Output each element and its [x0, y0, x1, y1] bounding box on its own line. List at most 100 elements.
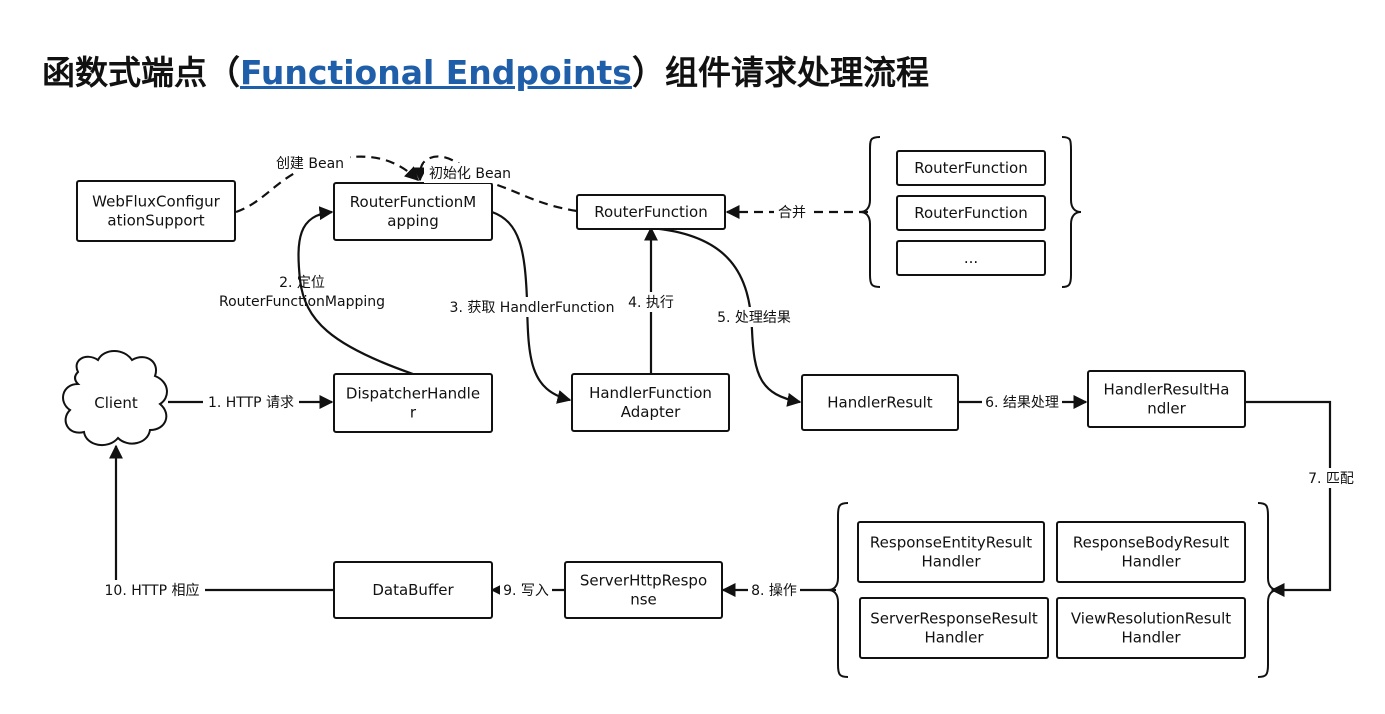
edge-label-step7: 7. 匹配	[1305, 468, 1357, 488]
router-function-box: RouterFunction	[576, 194, 726, 230]
response-body-result-handler-box-label: ResponseBodyResult	[1073, 534, 1229, 552]
edge-label-bg	[270, 153, 350, 173]
dispatcher-handler-box-label: DispatcherHandle	[346, 385, 480, 403]
edge-label-bg	[712, 307, 796, 327]
group-router-function-box-2: RouterFunction	[896, 195, 1046, 231]
handler-result-box-label: HandlerResult	[827, 394, 933, 412]
edge-label-init-bean: 初始化 Bean	[424, 163, 516, 183]
group-router-function-box-3-frame	[896, 240, 1046, 276]
edge-step2	[297, 206, 414, 376]
edge-label-bg	[1305, 468, 1357, 488]
edge-label-bg	[623, 292, 679, 312]
edge-label-text: 8. 操作	[751, 583, 797, 599]
router-function-mapping-box: RouterFunctionMapping	[333, 182, 493, 241]
edge-label-step5: 5. 处理结果	[712, 307, 796, 327]
edge-label-step8: 8. 操作	[748, 580, 800, 600]
webflux-configuration-support-box-frame	[76, 180, 236, 242]
router-function-mapping-box-label: RouterFunctionM	[350, 193, 476, 211]
edge-label-text: 5. 处理结果	[717, 310, 791, 326]
edge-label-bg	[500, 580, 552, 600]
response-body-result-handler-box-label: Handler	[1121, 553, 1181, 571]
server-http-response-box-label: ServerHttpRespo	[580, 572, 707, 590]
edge-label-text: 1. HTTP 请求	[208, 395, 294, 411]
group-router-function-box-2-label: RouterFunction	[914, 204, 1028, 222]
edge-label-bg	[99, 580, 205, 600]
handler-result-box: HandlerResult	[801, 374, 959, 431]
router-function-mapping-box-label: apping	[387, 212, 438, 230]
handler-function-adapter-box-label: HandlerFunction	[589, 384, 712, 402]
webflux-configuration-support-box-label: ationSupport	[107, 212, 204, 230]
edge-label-text: 3. 获取 HandlerFunction	[450, 300, 615, 316]
handler-result-handler-box-label: HandlerResultHa	[1104, 381, 1230, 399]
edge-label-bg	[982, 392, 1062, 412]
server-response-result-handler-box-label: ServerResponseResult	[870, 610, 1038, 628]
server-http-response-box-frame	[564, 561, 723, 619]
client-cloud	[62, 350, 168, 447]
edge-label-text: 6. 结果处理	[985, 395, 1059, 411]
edge-label-step4: 4. 执行	[623, 292, 679, 312]
edge-label-step10: 10. HTTP 相应	[99, 580, 205, 600]
response-entity-result-handler-box-label: Handler	[921, 553, 981, 571]
edge-label-bg	[424, 163, 516, 183]
data-buffer-box-frame	[333, 561, 493, 619]
handler-result-box-frame	[801, 374, 959, 431]
response-entity-result-handler-box-label: ResponseEntityResult	[870, 534, 1032, 552]
title-suffix: ）组件请求处理流程	[631, 53, 929, 92]
edge-step10	[109, 444, 333, 592]
router-group-bracket	[859, 136, 1082, 288]
edge-label-text: 初始化 Bean	[429, 165, 511, 182]
group-router-function-box-1-label: RouterFunction	[914, 159, 1028, 177]
title-link[interactable]: Functional Endpoints	[240, 53, 632, 92]
edge-label-merge: 合并	[774, 202, 810, 222]
server-http-response-box-label: nse	[630, 591, 657, 609]
data-buffer-box-label: DataBuffer	[372, 581, 454, 599]
edge-label-bg	[748, 580, 800, 600]
group-router-function-box-1: RouterFunction	[896, 150, 1046, 186]
dispatcher-handler-box-label: r	[410, 404, 417, 422]
edge-label-step9: 9. 写入	[500, 580, 552, 600]
edge-step7	[1245, 400, 1332, 597]
edge-label-bg	[774, 202, 810, 222]
edge-label-step3: 3. 获取 HandlerFunction	[442, 297, 622, 317]
view-resolution-result-handler-box-frame	[1056, 597, 1246, 659]
router-function-box-frame	[576, 194, 726, 230]
group-router-function-box-3: ...	[896, 240, 1046, 276]
handler-result-handler-box-label: ndler	[1147, 400, 1186, 418]
handler-function-adapter-box-label: Adapter	[621, 403, 681, 421]
edge-label-step6: 6. 结果处理	[982, 392, 1062, 412]
edge-label-text: 创建 Bean	[276, 156, 344, 172]
edge-label-text: 9. 写入	[503, 583, 549, 599]
server-response-result-handler-box-frame	[859, 597, 1049, 659]
data-buffer-box: DataBuffer	[333, 561, 493, 619]
edge-label-step1: 1. HTTP 请求	[203, 392, 299, 412]
result-handler-bracket	[827, 502, 1279, 678]
edge-label-text: 7. 匹配	[1308, 471, 1354, 487]
edge-label-text: 10. HTTP 相应	[105, 582, 200, 599]
server-response-result-handler-box-label: Handler	[924, 629, 984, 647]
group-router-function-box-3-label: ...	[964, 249, 978, 267]
group-router-function-box-1-frame	[896, 150, 1046, 186]
response-entity-result-handler-box-frame	[857, 521, 1045, 583]
client-label: Client	[94, 394, 138, 412]
edge-label-bg	[203, 392, 299, 412]
view-resolution-result-handler-box-label: Handler	[1121, 629, 1181, 647]
edge-label-create-bean: 创建 Bean	[270, 153, 350, 173]
handler-function-adapter-box-frame	[571, 373, 730, 432]
dispatcher-handler-box-frame	[333, 373, 493, 433]
edge-label-bg	[442, 297, 622, 317]
webflux-configuration-support-box-label: WebFluxConfigur	[92, 193, 221, 211]
page-title: 函数式端点（Functional Endpoints）组件请求处理流程	[42, 46, 929, 94]
edge-label-text: 4. 执行	[628, 295, 674, 311]
router-function-box-label: RouterFunction	[594, 203, 708, 221]
